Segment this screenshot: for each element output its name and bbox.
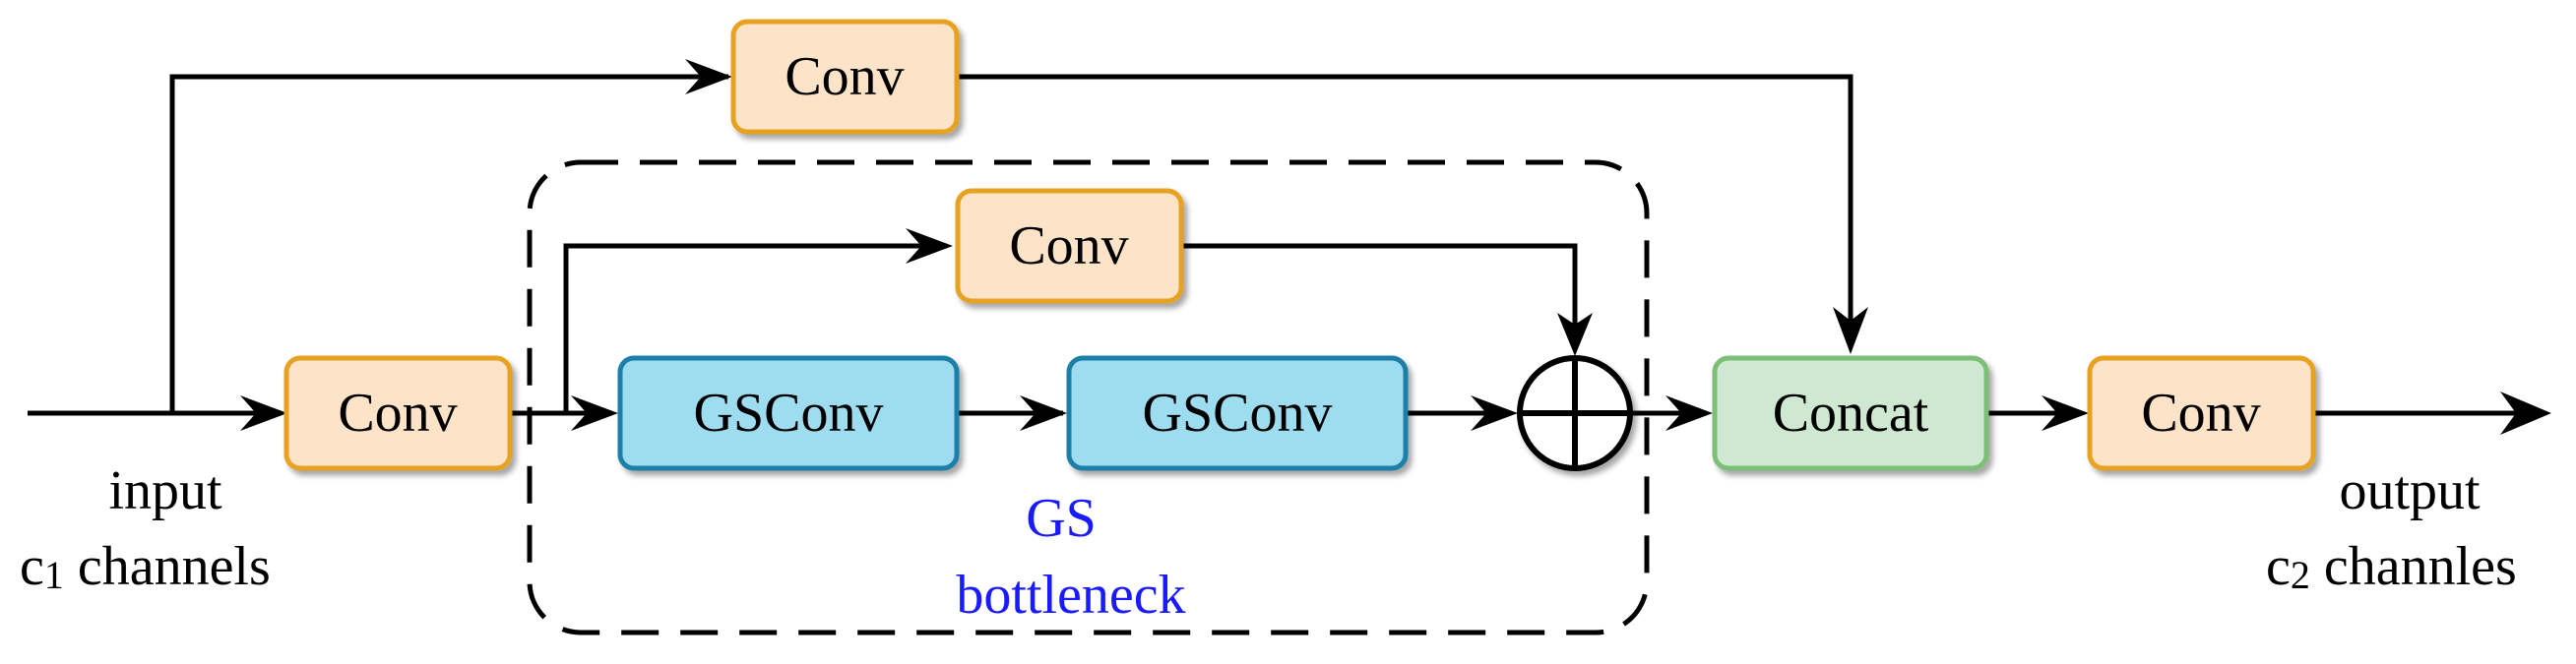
gs-bottleneck-label-line1: GS: [1026, 488, 1097, 549]
sum-operator-icon: [1517, 355, 1633, 471]
gsconv-1-label: GSConv: [694, 383, 884, 444]
output-channel-text: channles: [2310, 536, 2517, 597]
gsconv-2-label: GSConv: [1143, 383, 1333, 444]
conv-output-label: Conv: [2141, 383, 2260, 444]
concat-label: Concat: [1773, 383, 1929, 444]
gsconv-1-node: GSConv: [617, 355, 960, 471]
gs-bottleneck-label-line2: bottleneck: [956, 565, 1185, 626]
output-channel-subscript: 2: [2291, 553, 2310, 597]
conv-output-node: Conv: [2087, 355, 2316, 471]
conv-mid-node: Conv: [955, 188, 1184, 304]
output-label-line1: output: [2339, 460, 2481, 521]
input-label-line1: input: [108, 460, 222, 521]
inner-bypass-edge: [563, 243, 947, 413]
conv-input-node: Conv: [283, 355, 513, 471]
input-channel-symbol: c: [20, 536, 44, 597]
conv-top-label: Conv: [785, 46, 904, 107]
conv-input-label: Conv: [338, 383, 457, 444]
conv-mid-label: Conv: [1009, 215, 1128, 276]
input-channel-subscript: 1: [44, 553, 64, 597]
gsconv-2-node: GSConv: [1066, 355, 1409, 471]
mid-conv-to-sum-edge: [1181, 243, 1578, 344]
edges: [28, 59, 2551, 435]
gs-bottleneck-group: [527, 159, 1650, 635]
top-conv-to-concat-edge: [957, 74, 1853, 342]
conv-top-node: Conv: [730, 19, 960, 135]
input-channel-text: channels: [64, 536, 271, 597]
concat-node: Concat: [1712, 355, 1989, 471]
input-label-line2: c1 channels: [20, 536, 271, 597]
output-label-line2: c2 channles: [2266, 536, 2517, 597]
bypass-edge-to-top-conv: [169, 74, 728, 413]
output-channel-symbol: c: [2266, 536, 2291, 597]
